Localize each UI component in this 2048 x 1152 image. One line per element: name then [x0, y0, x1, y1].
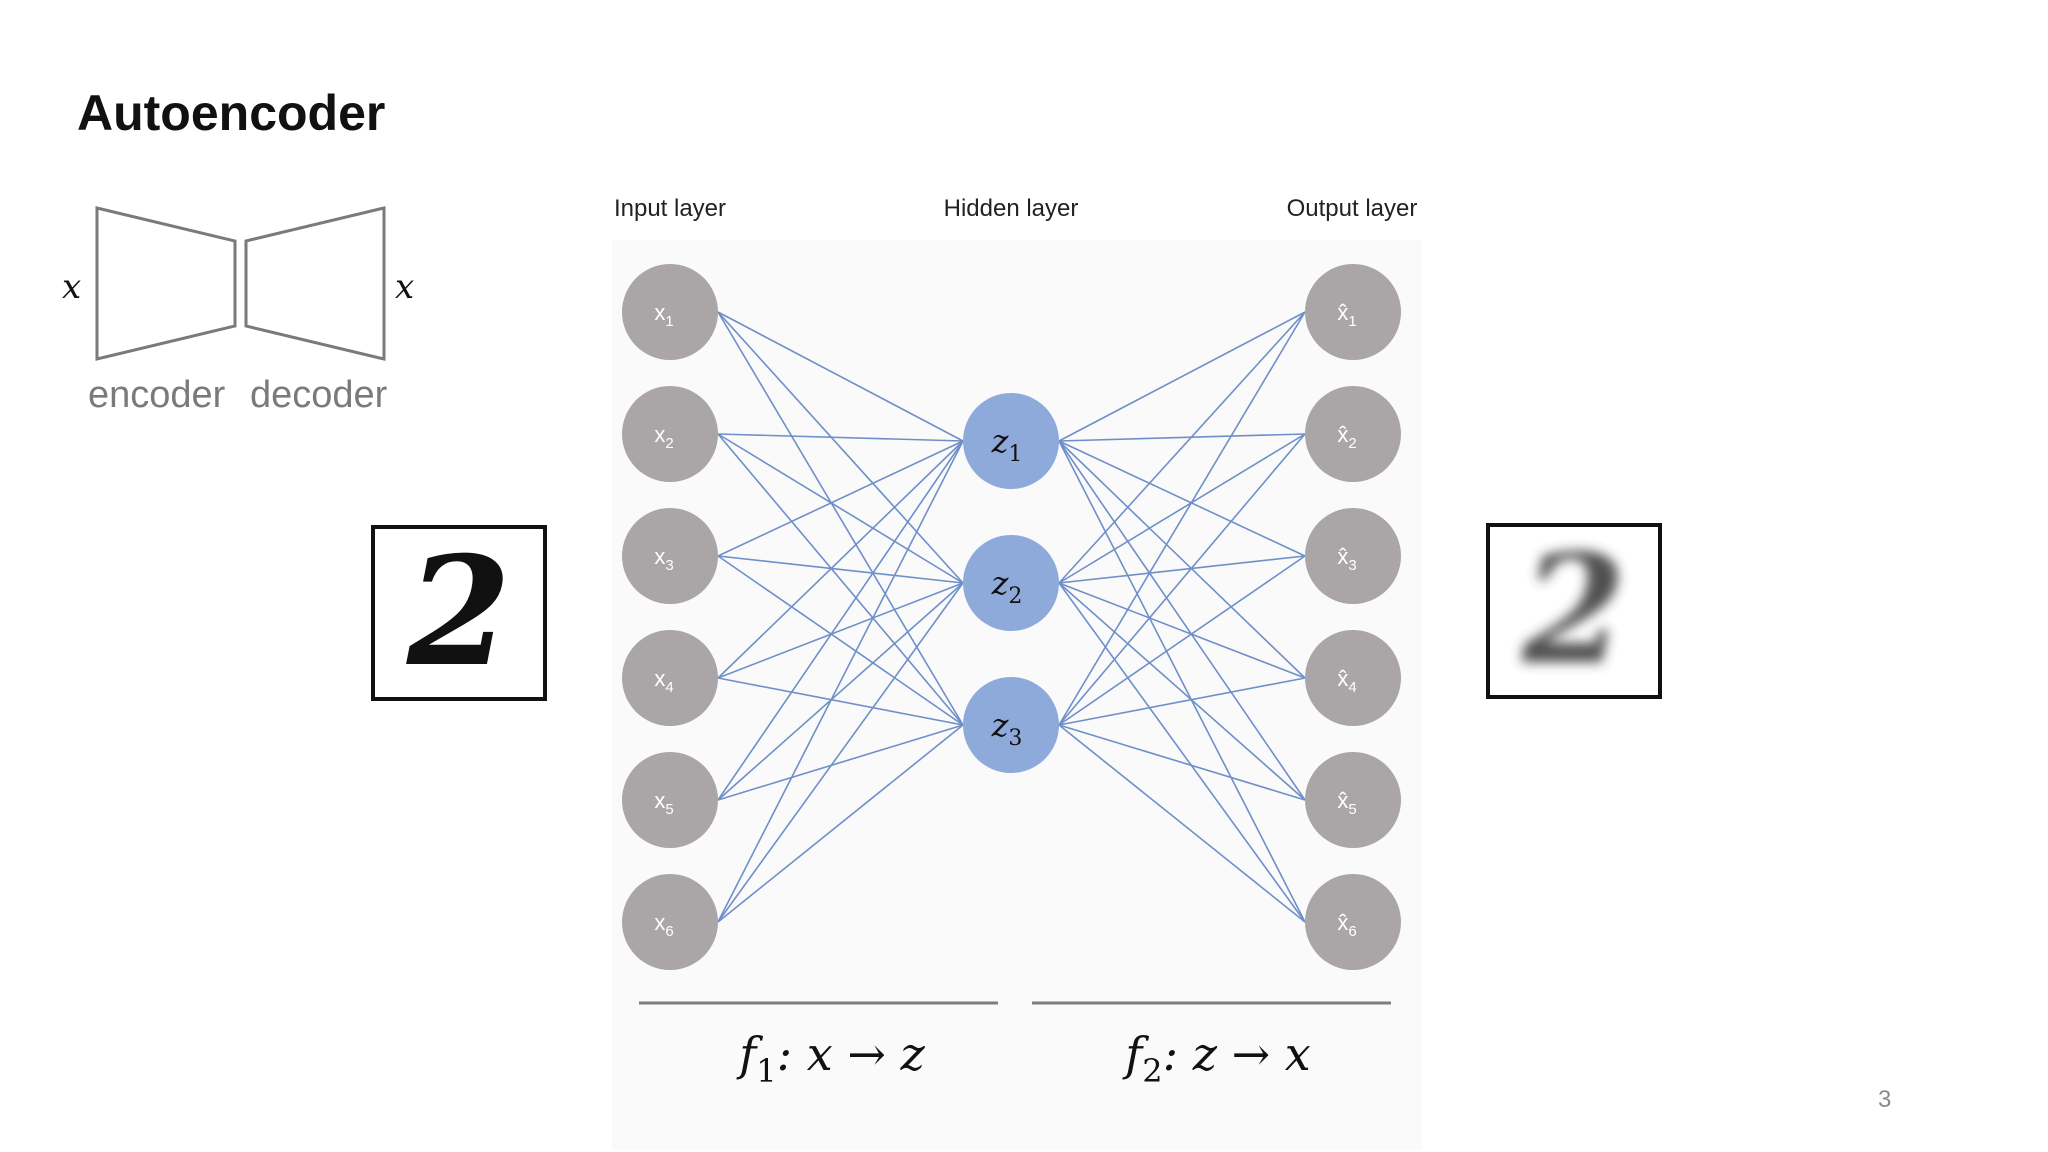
- edge-z3-xhat3: [1058, 555, 1306, 726]
- svg-text:x2: x2: [654, 422, 673, 452]
- edge-x4-z2: [717, 582, 964, 679]
- edge-x5-z3: [717, 724, 964, 801]
- output-layer: x̂1 x̂2 x̂3 x̂4 x̂5 x̂6: [1305, 264, 1401, 970]
- edge-x6-z1: [717, 440, 964, 923]
- edge-z2-xhat3: [1058, 555, 1306, 584]
- output-layer-label: Output layer: [1287, 195, 1418, 222]
- svg-text:x1: x1: [654, 300, 673, 330]
- input-layer: x1 x2 x3 x4 x5 x6: [622, 264, 718, 970]
- input-node-2: x2: [622, 386, 718, 482]
- input-layer-label: Input layer: [614, 195, 726, 222]
- hidden-node-3: z3: [963, 677, 1059, 773]
- input-node-6: x6: [622, 874, 718, 970]
- hidden-node-1: z1: [963, 393, 1059, 489]
- mini-output-symbol: x: [395, 267, 414, 307]
- edge-x3-z2: [717, 555, 964, 584]
- hidden-layer-label: Hidden layer: [944, 195, 1079, 222]
- encoder-function-label: f1: x → z: [736, 1027, 925, 1090]
- edge-x2-z2: [717, 433, 964, 584]
- edge-z3-xhat1: [1058, 311, 1306, 726]
- svg-text:x̂3: x̂3: [1337, 544, 1356, 574]
- mini-input-symbol: x: [62, 267, 81, 307]
- input-node-4: x4: [622, 630, 718, 726]
- encoder-label: encoder: [88, 374, 226, 416]
- encoder-trapezoid: [95, 206, 237, 361]
- hidden-layer: z1 z2 z3: [963, 393, 1059, 773]
- output-node-5: x̂5: [1305, 752, 1401, 848]
- edge-z1-xhat3: [1058, 440, 1306, 557]
- edge-z3-xhat5: [1058, 724, 1306, 801]
- svg-text:x̂6: x̂6: [1337, 910, 1356, 940]
- svg-text:z1: z1: [991, 422, 1023, 467]
- slide-title: Autoencoder: [77, 85, 386, 141]
- edge-x6-z2: [717, 582, 964, 923]
- hidden-node-2: z2: [963, 535, 1059, 631]
- output-node-3: x̂3: [1305, 508, 1401, 604]
- svg-text:x3: x3: [654, 544, 673, 574]
- svg-text:z3: z3: [991, 706, 1023, 751]
- output-node-1: x̂1: [1305, 264, 1401, 360]
- svg-text:x̂2: x̂2: [1337, 422, 1356, 452]
- edge-x2-z1: [717, 433, 964, 442]
- svg-text:x̂1: x̂1: [1337, 300, 1356, 330]
- edge-z3-xhat4: [1058, 677, 1306, 726]
- edge-x3-z1: [717, 440, 964, 557]
- edge-z1-xhat1: [1058, 311, 1306, 442]
- svg-text:x5: x5: [654, 788, 673, 818]
- input-node-1: x1: [622, 264, 718, 360]
- edge-z1-xhat4: [1058, 440, 1306, 679]
- svg-text:x4: x4: [654, 666, 673, 696]
- edge-z2-xhat2: [1058, 433, 1306, 584]
- output-node-6: x̂6: [1305, 874, 1401, 970]
- edge-x4-z3: [717, 677, 964, 726]
- edge-x1-z2: [717, 311, 964, 584]
- input-digit-image: 2: [371, 524, 547, 701]
- edge-x6-z3: [717, 724, 964, 923]
- edge-x1-z3: [717, 311, 964, 726]
- svg-text:z2: z2: [991, 564, 1023, 609]
- network-edges: [717, 311, 1306, 923]
- edge-z2-xhat4: [1058, 582, 1306, 679]
- edge-z1-xhat6: [1058, 440, 1306, 923]
- edge-z3-xhat2: [1058, 433, 1306, 726]
- edge-x4-z1: [717, 440, 964, 679]
- edge-z1-xhat2: [1058, 433, 1306, 442]
- edge-x3-z3: [717, 555, 964, 726]
- edge-z3-xhat6: [1058, 724, 1306, 923]
- edge-z2-xhat5: [1058, 582, 1306, 801]
- edge-x5-z1: [717, 440, 964, 801]
- edge-z1-xhat5: [1058, 440, 1306, 801]
- svg-text:x̂4: x̂4: [1337, 666, 1356, 696]
- input-node-3: x3: [622, 508, 718, 604]
- svg-text:x6: x6: [654, 910, 673, 940]
- edge-x1-z1: [717, 311, 964, 442]
- decoder-trapezoid: [244, 206, 386, 361]
- edge-x5-z2: [717, 582, 964, 801]
- mini-autoencoder-diagram: x x encoder decoder: [62, 206, 414, 416]
- slide-number: 3: [1878, 1086, 1892, 1113]
- output-digit: 2: [1521, 522, 1626, 698]
- input-digit: 2: [406, 524, 511, 700]
- output-digit-image: 2: [1486, 522, 1662, 699]
- edge-z2-xhat1: [1058, 311, 1306, 584]
- input-node-5: x5: [622, 752, 718, 848]
- output-node-2: x̂2: [1305, 386, 1401, 482]
- edge-x2-z3: [717, 433, 964, 726]
- svg-text:x̂5: x̂5: [1337, 788, 1356, 818]
- decoder-label: decoder: [250, 374, 388, 416]
- edge-z2-xhat6: [1058, 582, 1306, 923]
- output-node-4: x̂4: [1305, 630, 1401, 726]
